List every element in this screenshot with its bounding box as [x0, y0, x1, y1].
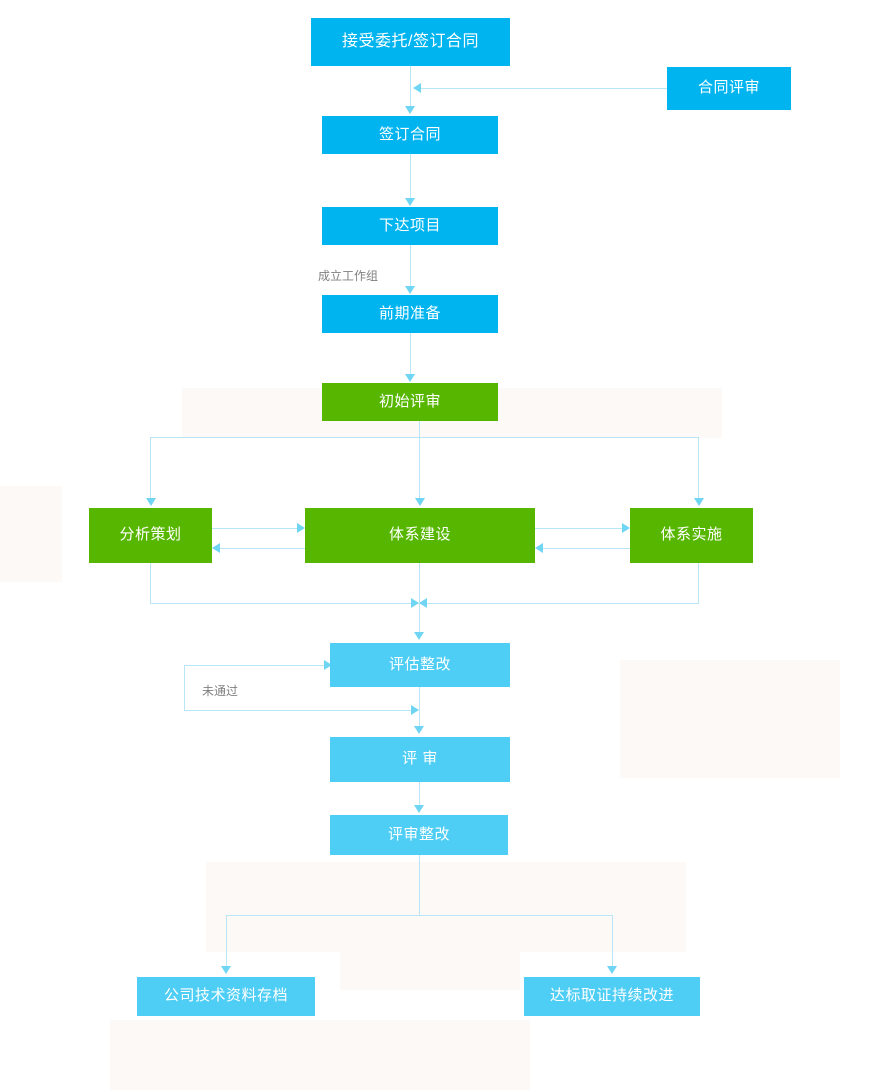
node-company-archive[interactable]: 公司技术资料存档	[137, 977, 315, 1016]
arrow-left-icon	[419, 598, 427, 608]
arrow-down-icon	[405, 198, 415, 206]
connector-rectify-down	[419, 855, 420, 915]
node-analysis-planning[interactable]: 分析策划	[89, 508, 212, 563]
connector-bus-to-archive	[226, 915, 227, 970]
connector-construct-to-implement	[535, 528, 622, 529]
connector-bus-to-certify	[612, 915, 613, 970]
arrow-down-icon	[414, 726, 424, 734]
node-system-implementation[interactable]: 体系实施	[630, 508, 753, 563]
watermark-block	[110, 1020, 530, 1090]
node-contract-review[interactable]: 合同评审	[667, 67, 791, 110]
arrow-right-icon	[411, 598, 419, 608]
node-accept-commission[interactable]: 接受委托/签订合同	[311, 18, 510, 66]
connector-merge-bus-right	[419, 603, 699, 604]
arrow-down-icon	[414, 805, 424, 813]
connector-evaluate-to-rectify	[419, 782, 420, 809]
connector-bottom-split-bus	[226, 915, 613, 916]
arrow-left-icon	[535, 543, 543, 553]
watermark-block	[620, 660, 840, 778]
arrow-down-icon	[414, 632, 424, 640]
watermark-block	[340, 930, 520, 990]
connector-prepare-to-initial	[410, 333, 411, 377]
node-system-construction[interactable]: 体系建设	[305, 508, 535, 563]
arrow-right-icon	[622, 523, 630, 533]
connector-issue-to-prepare	[410, 245, 411, 289]
node-preliminary-preparation[interactable]: 前期准备	[322, 295, 498, 333]
connector-merge-bus-left	[150, 603, 419, 604]
arrow-right-icon	[411, 705, 419, 715]
edge-label-not-passed: 未通过	[202, 684, 239, 698]
arrow-down-icon	[146, 498, 156, 506]
connector-bus-to-construct	[419, 437, 420, 502]
arrow-down-icon	[405, 286, 415, 294]
connector-construct-to-analysis	[220, 548, 305, 549]
connector-initial-down	[419, 421, 420, 438]
watermark-block	[0, 486, 62, 582]
arrow-down-icon	[405, 106, 415, 114]
connector-accept-to-sign	[410, 66, 411, 110]
arrow-down-icon	[607, 966, 617, 974]
arrow-down-icon	[221, 966, 231, 974]
edge-label-form-workgroup: 成立工作组	[318, 269, 379, 283]
connector-construct-down	[419, 563, 420, 604]
node-assessment-rectification[interactable]: 评估整改	[330, 643, 510, 687]
node-issue-project[interactable]: 下达项目	[322, 207, 498, 245]
connector-notpassed-left	[184, 665, 185, 711]
arrow-down-icon	[415, 498, 425, 506]
connector-sign-to-issue	[410, 154, 411, 205]
connector-implement-down	[698, 563, 699, 604]
connector-implement-to-construct	[543, 548, 630, 549]
connector-bus-to-analysis	[150, 437, 151, 502]
arrow-right-icon	[297, 523, 305, 533]
connector-assess-to-evaluate	[419, 687, 420, 729]
connector-merge-to-assess	[419, 603, 420, 635]
connector-review-to-trunk	[417, 88, 667, 89]
node-initial-review[interactable]: 初始评审	[322, 383, 498, 421]
connector-notpassed-bottom	[184, 710, 412, 711]
connector-bus-to-implement	[698, 437, 699, 502]
watermark-block	[206, 862, 686, 952]
arrow-left-icon	[212, 543, 220, 553]
arrow-down-icon	[405, 374, 415, 382]
arrow-left-icon	[413, 83, 421, 93]
connector-notpassed-top	[184, 665, 326, 666]
node-review-rectification[interactable]: 评审整改	[330, 815, 508, 855]
connector-fanout-bus	[150, 437, 699, 438]
connector-analysis-down	[150, 563, 151, 604]
node-certification-improvement[interactable]: 达标取证持续改进	[524, 977, 700, 1016]
connector-analysis-to-construct	[212, 528, 297, 529]
node-sign-contract[interactable]: 签订合同	[322, 116, 498, 154]
arrow-down-icon	[694, 498, 704, 506]
node-evaluation[interactable]: 评 审	[330, 737, 510, 782]
